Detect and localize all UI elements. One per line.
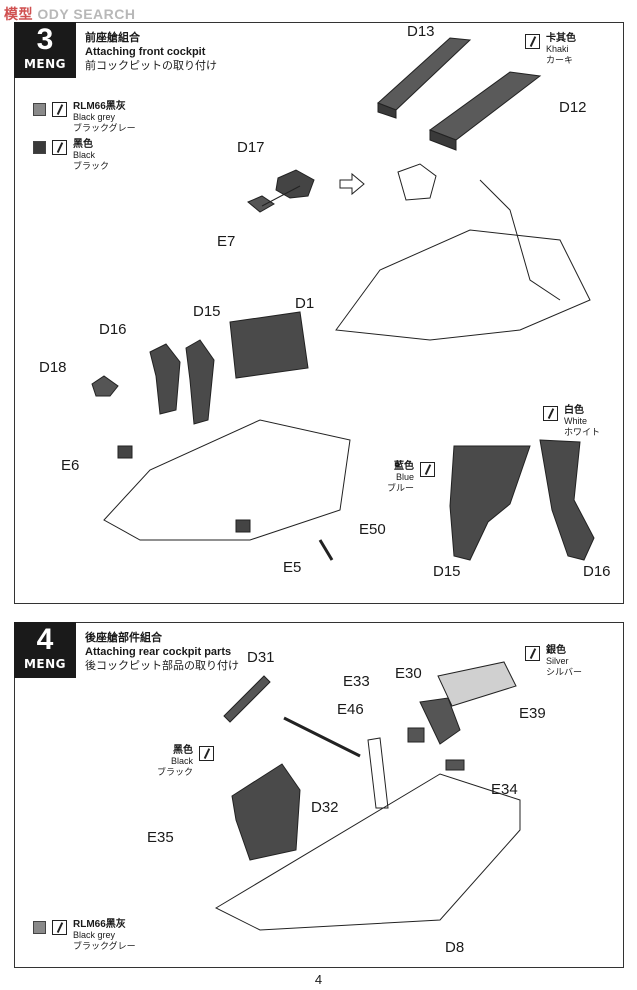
paintbrush-icon: [525, 34, 540, 49]
page-number: 4: [314, 972, 323, 987]
brand-logo: MENG: [23, 657, 67, 671]
callout-e5: E5: [283, 559, 302, 576]
part-d16-panel: [539, 439, 595, 561]
part-e39: [437, 661, 517, 707]
part-d31: [223, 675, 271, 723]
callout-e34: E34: [491, 781, 518, 798]
color-legend-black: 黑色 Black ブラック: [33, 139, 109, 172]
callout-e39: E39: [519, 705, 546, 722]
callout-d16-panel: D16: [583, 563, 611, 580]
callout-d18: D18: [39, 359, 67, 376]
title-en: Attaching front cockpit: [85, 46, 206, 58]
part-e5: [235, 519, 251, 533]
callout-e46: E46: [337, 701, 364, 718]
callout-d1: D1: [295, 295, 315, 312]
callout-e30: E30: [395, 665, 422, 682]
step-4-badge: 4 MENG: [14, 622, 76, 678]
title-zh: 後座艙部件組合: [85, 632, 162, 644]
watermark: 模型 ODY SEARCH: [4, 6, 136, 22]
paintbrush-icon: [52, 140, 67, 155]
title-zh: 前座艙組合: [85, 32, 140, 44]
paintbrush-icon: [420, 462, 436, 477]
callout-d17: D17: [237, 139, 265, 156]
color-swatch: [33, 103, 46, 116]
part-d15-panel: [449, 445, 531, 561]
part-fuselage-top: [335, 229, 591, 341]
note-khaki: 卡其色 Khaki カーキ: [525, 33, 576, 66]
step-number: 3: [36, 23, 54, 56]
callout-e6: E6: [61, 457, 80, 474]
title-ja: 後コックピット部品の取り付け: [85, 660, 239, 672]
callout-d32: D32: [311, 799, 339, 816]
part-e7: [247, 195, 275, 213]
callout-e35: E35: [147, 829, 174, 846]
part-e30: [419, 697, 461, 745]
callout-d31: D31: [247, 649, 275, 666]
part-d13: [377, 37, 472, 111]
part-e6: [117, 445, 133, 459]
note-white: 白色 White ホワイト: [543, 405, 600, 438]
paintbrush-icon: [199, 746, 215, 761]
step-4-title: 後座艙部件組合 Attaching rear cockpit parts 後コッ…: [85, 631, 239, 673]
part-d17: [275, 169, 315, 199]
callout-d15-panel: D15: [433, 563, 461, 580]
brand-logo: MENG: [23, 57, 67, 71]
paintbrush-icon: [543, 406, 558, 421]
callout-d13: D13: [407, 23, 435, 40]
color-swatch: [33, 921, 46, 934]
paintbrush-icon: [52, 102, 67, 117]
callout-e50: E50: [359, 521, 386, 538]
part-e50: [318, 539, 334, 561]
color-swatch: [33, 141, 46, 154]
part-e35: [231, 763, 301, 861]
part-d1: [229, 311, 309, 379]
color-legend-rlm66: RLM66黑灰 Black grey ブラックグレー: [33, 101, 136, 134]
paintbrush-icon: [52, 920, 67, 935]
part-d12: [428, 71, 542, 141]
part-d8: [214, 773, 521, 931]
title-ja: 前コックピットの取り付け: [85, 60, 217, 72]
callout-e33: E33: [343, 673, 370, 690]
callout-e7: E7: [217, 233, 236, 250]
paintbrush-icon: [525, 646, 540, 661]
step-3-title: 前座艙組合 Attaching front cockpit 前コックピットの取り…: [85, 31, 217, 73]
note-silver: 銀色 Silver シルバー: [525, 645, 582, 678]
part-e34: [445, 759, 465, 771]
step-4-panel: 4 MENG 後座艙部件組合 Attaching rear cockpit pa…: [14, 622, 624, 968]
step-3-badge: 3 MENG: [14, 22, 76, 78]
part-fuselage-bottom: [103, 419, 351, 541]
step-number: 4: [36, 623, 54, 656]
title-en: Attaching rear cockpit parts: [85, 646, 232, 658]
part-e46: [283, 716, 361, 758]
part-e33: [407, 727, 425, 743]
callout-d15: D15: [193, 303, 221, 320]
color-legend-rlm66: RLM66黑灰 Black grey ブラックグレー: [33, 919, 136, 952]
part-d16: [149, 343, 181, 415]
note-blue: 藍色 Blue ブルー: [387, 461, 436, 494]
callout-d12: D12: [559, 99, 587, 116]
part-d32: [367, 737, 389, 809]
callout-d16: D16: [99, 321, 127, 338]
part-d15: [185, 339, 215, 425]
note-black: 黑色 Black ブラック: [157, 745, 215, 778]
part-d18: [91, 375, 119, 397]
part-seat-small: [397, 163, 437, 201]
callout-d8: D8: [445, 939, 465, 956]
